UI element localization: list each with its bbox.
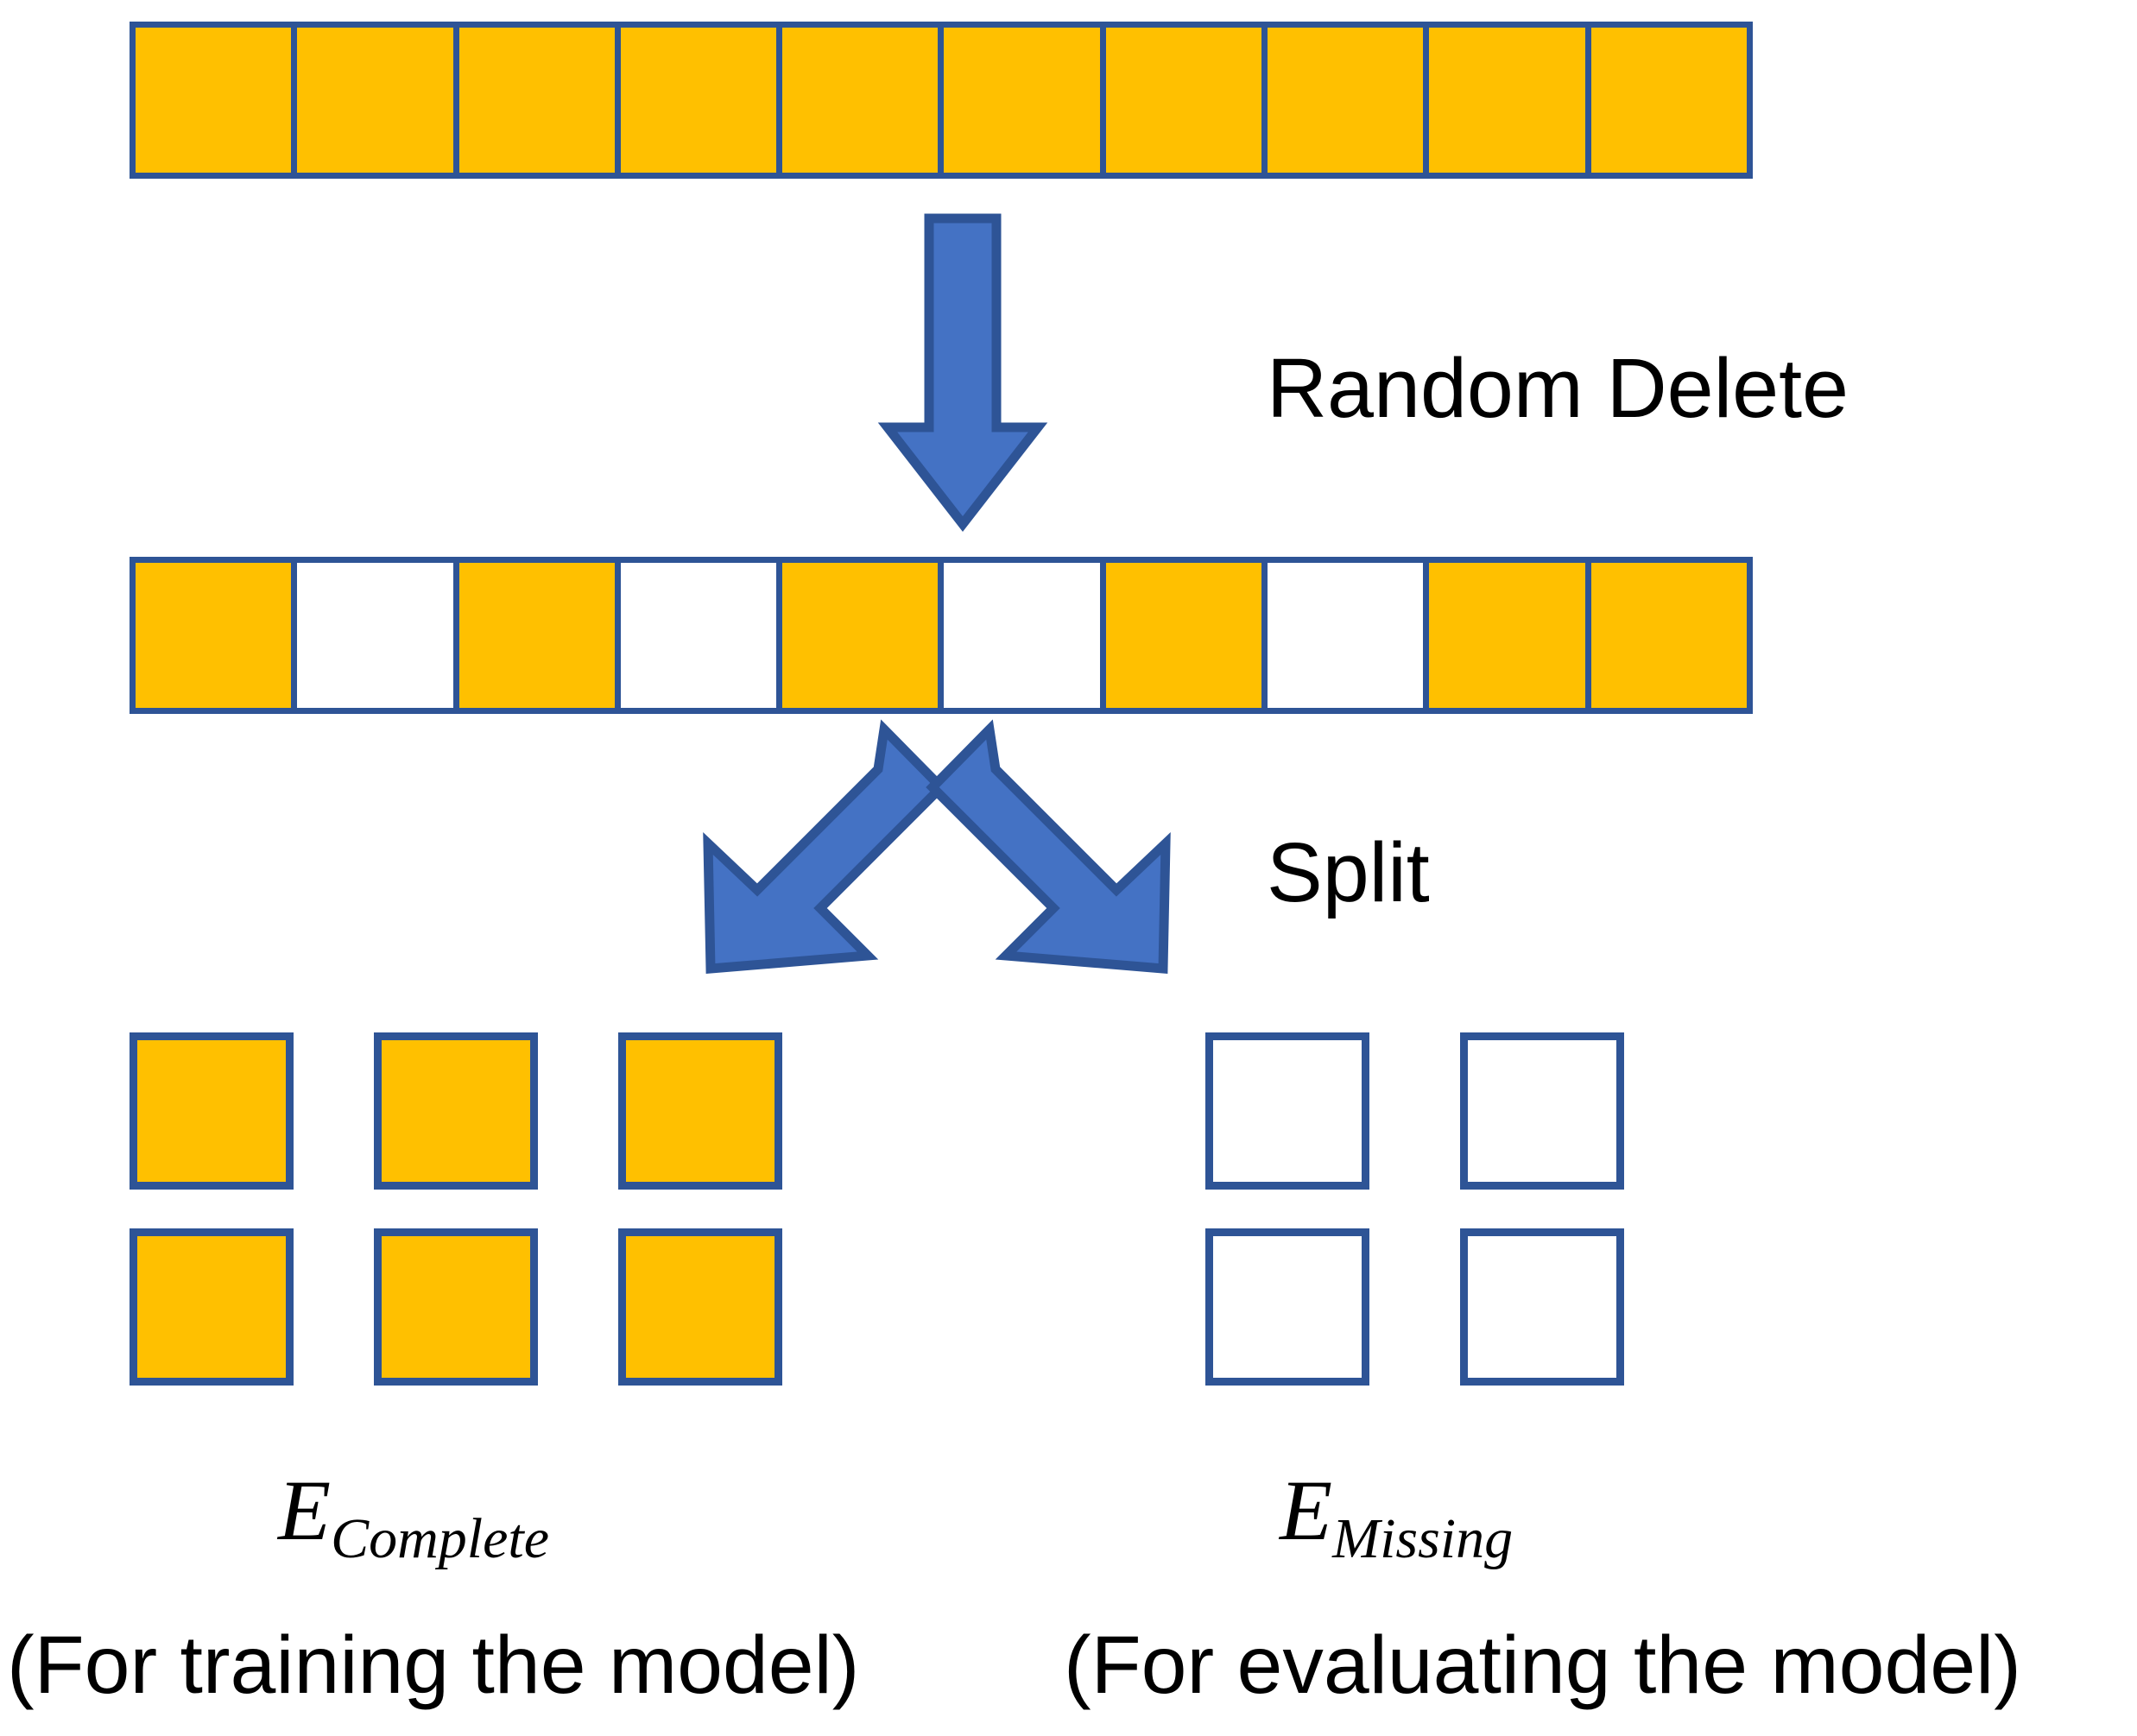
sequence-cell — [297, 563, 459, 708]
deleted-sequence-bar — [130, 557, 1753, 714]
square-row — [130, 1228, 782, 1386]
split-label: Split — [1267, 825, 1430, 919]
sequence-cell — [620, 28, 783, 173]
sequence-cell — [458, 28, 621, 173]
sequence-cell — [1590, 28, 1747, 173]
complete-square — [618, 1228, 782, 1386]
sequence-cell — [782, 563, 945, 708]
random-delete-label: Random Delete — [1267, 341, 1849, 435]
complete-square — [374, 1032, 538, 1190]
split-arrows-group — [703, 719, 1171, 974]
sequence-cell — [297, 28, 459, 173]
sequence-cell — [1268, 28, 1430, 173]
sequence-cell — [944, 563, 1106, 708]
down-arrow-icon — [877, 213, 1048, 532]
missing-square — [1460, 1228, 1624, 1386]
e-complete-base: E — [278, 1462, 332, 1558]
square-row — [130, 1032, 782, 1190]
sequence-cell — [1268, 563, 1430, 708]
square-row — [1205, 1032, 1624, 1190]
sequence-cell — [1429, 563, 1591, 708]
sequence-cell — [620, 563, 783, 708]
sequence-cell — [944, 28, 1106, 173]
sequence-cell — [136, 563, 298, 708]
sequence-cell — [782, 28, 945, 173]
sequence-cell — [1429, 28, 1591, 173]
down-right-arrow-icon — [926, 719, 1171, 974]
complete-square — [618, 1032, 782, 1190]
e-complete-symbol: EComplete — [278, 1468, 549, 1568]
sequence-cell — [1105, 28, 1268, 173]
sequence-cell — [1105, 563, 1268, 708]
original-sequence-bar — [130, 22, 1753, 179]
e-missing-base: E — [1280, 1462, 1333, 1558]
missing-set-squares — [1205, 1032, 1624, 1386]
down-left-arrow-icon — [703, 719, 948, 974]
missing-set-caption: (For evaluating the model) — [1064, 1619, 2021, 1711]
sequence-cell — [1590, 563, 1747, 708]
missing-square — [1205, 1228, 1369, 1386]
sequence-cell — [458, 563, 621, 708]
complete-square — [374, 1228, 538, 1386]
missing-square — [1460, 1032, 1624, 1190]
missing-square — [1205, 1032, 1369, 1190]
complete-set-caption: (For training the model) — [7, 1619, 860, 1711]
complete-square — [130, 1032, 294, 1190]
complete-set-squares — [130, 1032, 782, 1386]
e-missing-symbol: EMissing — [1280, 1468, 1513, 1568]
e-complete-subscript: Complete — [331, 1507, 550, 1570]
sequence-cell — [136, 28, 298, 173]
square-row — [1205, 1228, 1624, 1386]
e-missing-subscript: Missing — [1332, 1507, 1514, 1570]
complete-square — [130, 1228, 294, 1386]
